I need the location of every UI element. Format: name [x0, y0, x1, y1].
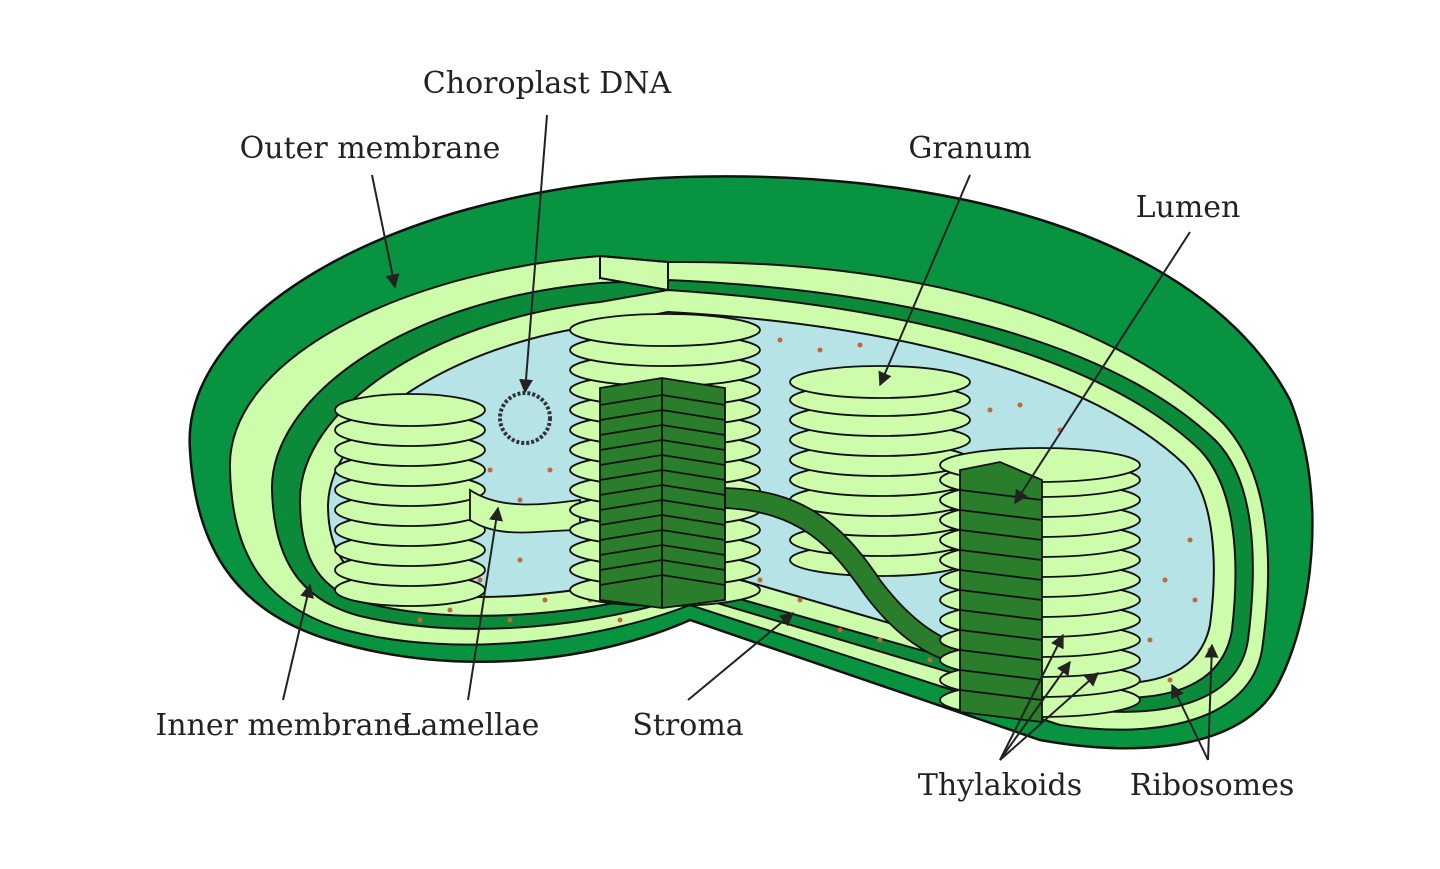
leader-lamellae — [467, 506, 503, 701]
ribosome-dots — [417, 337, 1213, 683]
lower-right-granum-cut — [959, 461, 1043, 724]
label-ribosomes: Ribosomes — [1130, 768, 1295, 803]
label-stroma: Stroma — [632, 708, 743, 743]
leader-ribosomes-2 — [1204, 643, 1219, 761]
leader-inner-membrane — [282, 583, 314, 701]
leader-ribosomes-1 — [1171, 683, 1209, 761]
leader-chloroplast-dna — [519, 114, 548, 394]
cut-line — [599, 255, 669, 263]
leader-stroma — [687, 612, 795, 701]
central-granum-cut — [599, 377, 726, 609]
label-chloroplast-dna: Choroplast DNA — [423, 66, 672, 101]
label-lumen: Lumen — [1136, 190, 1241, 225]
leader-outer-membrane — [371, 174, 400, 289]
leader-granum — [878, 174, 971, 387]
leader-thylakoids-2 — [999, 660, 1071, 761]
label-thylakoids: Thylakoids — [918, 768, 1082, 803]
leader-thylakoids-1 — [999, 633, 1064, 761]
left-granum — [334, 393, 486, 607]
label-lamellae: Lamellae — [401, 708, 540, 743]
label-inner-membrane: Inner membrane — [155, 708, 410, 743]
leader-lumen — [1014, 231, 1191, 505]
leader-thylakoids-3 — [999, 672, 1100, 761]
label-granum: Granum — [908, 131, 1031, 166]
label-outer-membrane: Outer membrane — [240, 131, 501, 166]
